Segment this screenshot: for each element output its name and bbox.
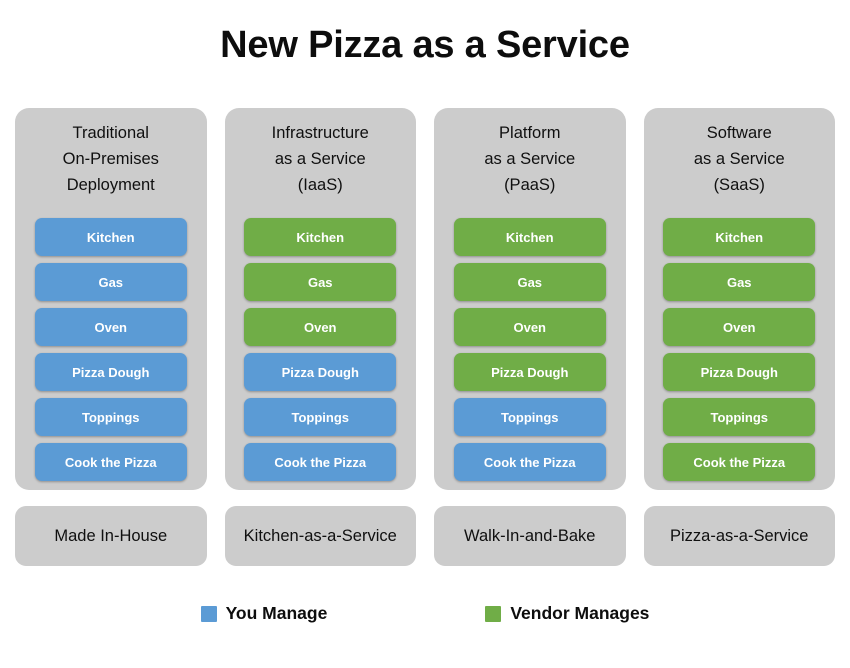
legend-label: You Manage xyxy=(225,603,328,623)
legend-label: Vendor Manages xyxy=(510,603,650,623)
stack-item-label: Oven xyxy=(94,319,127,335)
panel-heading: Infrastructure as a Service (IaaS) xyxy=(225,108,417,202)
panel-heading-line: (PaaS) xyxy=(504,176,556,194)
vendor-manages-swatch-icon xyxy=(485,605,502,622)
panel-heading-line: (SaaS) xyxy=(713,176,765,194)
stack-item: Gas xyxy=(453,263,606,301)
stack-item-label: Pizza Dough xyxy=(700,364,778,380)
stack-item-label: Gas xyxy=(517,274,543,290)
you-manage-swatch-icon xyxy=(200,605,217,622)
legend: You Manage Vendor Manages xyxy=(0,603,850,624)
stack-item-label: Pizza Dough xyxy=(281,364,359,380)
stack-item-label: Cook the Pizza xyxy=(274,454,367,470)
column-footer-label: Made In-House xyxy=(54,526,168,545)
stack-item: Oven xyxy=(453,308,606,346)
stack-item: Cook the Pizza xyxy=(663,443,816,481)
page-title: New Pizza as a Service xyxy=(220,24,630,66)
stack-item: Oven xyxy=(34,308,187,346)
stack-item-label: Toppings xyxy=(291,409,350,425)
stack-item-label: Toppings xyxy=(710,409,769,425)
stack-item-label: Gas xyxy=(98,274,124,290)
stack-item: Cook the Pizza xyxy=(34,443,187,481)
stack-item-label: Toppings xyxy=(500,409,559,425)
stack-item-label: Pizza Dough xyxy=(491,364,569,380)
panel-heading-line: Infrastructure xyxy=(271,124,369,142)
stack-item: Cook the Pizza xyxy=(453,443,606,481)
column-footer-label: Pizza-as-a-Service xyxy=(670,526,809,545)
stack-item: Oven xyxy=(663,308,816,346)
stack-item: Kitchen xyxy=(453,218,606,256)
stack-item: Oven xyxy=(244,308,397,346)
column-footer-box: Walk-In-and-Bake xyxy=(434,506,626,566)
stack-item: Cook the Pizza xyxy=(244,443,397,481)
stack-item-label: Kitchen xyxy=(715,229,764,245)
stack-item: Pizza Dough xyxy=(34,353,187,391)
stack-item: Pizza Dough xyxy=(244,353,397,391)
stack-item: Toppings xyxy=(663,398,816,436)
stack-item: Toppings xyxy=(453,398,606,436)
stack-item: Kitchen xyxy=(34,218,187,256)
column-footer-box: Pizza-as-a-Service xyxy=(643,506,835,566)
stack-item: Toppings xyxy=(34,398,187,436)
stack-item-label: Kitchen xyxy=(505,229,554,245)
panel-heading: Platform as a Service (PaaS) xyxy=(434,108,626,202)
stack-item-label: Kitchen xyxy=(86,229,135,245)
panel-heading-line: (IaaS) xyxy=(297,176,343,194)
stack-item-label: Cook the Pizza xyxy=(483,454,576,470)
column-footer-box: Made In-House xyxy=(15,506,207,566)
panel-heading-line: as a Service xyxy=(693,150,785,168)
stack-item: Kitchen xyxy=(663,218,816,256)
stack-item-label: Oven xyxy=(303,319,337,335)
stack-item-label: Oven xyxy=(722,319,756,335)
panel-heading-line: as a Service xyxy=(484,150,576,168)
panel-heading-line: Platform xyxy=(499,124,561,142)
panel-heading-line: Software xyxy=(706,124,772,142)
stack-item: Gas xyxy=(244,263,397,301)
stack-item-label: Oven xyxy=(513,319,546,335)
stack-item: Pizza Dough xyxy=(663,353,816,391)
stack-item-label: Toppings xyxy=(81,409,140,425)
legend-entry: You Manage xyxy=(200,603,328,624)
panel-heading-line: as a Service xyxy=(274,150,366,168)
stack-item: Gas xyxy=(663,263,816,301)
column-footer-label: Walk-In-and-Bake xyxy=(464,526,596,545)
column-footer-label: Kitchen-as-a-Service xyxy=(243,526,397,545)
legend-entry: Vendor Manages xyxy=(485,603,649,624)
stack-item-label: Gas xyxy=(726,274,752,290)
stack-item: Toppings xyxy=(244,398,397,436)
stack-item-label: Cook the Pizza xyxy=(64,454,157,470)
stack-item-label: Kitchen xyxy=(296,229,345,245)
stack-item-label: Cook the Pizza xyxy=(693,454,786,470)
panel-heading-line: On-Premises xyxy=(62,150,159,168)
stack-item: Pizza Dough xyxy=(453,353,606,391)
column-footer-box: Kitchen-as-a-Service xyxy=(224,506,416,566)
stack-item-label: Pizza Dough xyxy=(72,364,150,380)
panel-heading-line: Traditional xyxy=(72,124,149,142)
stack-item: Kitchen xyxy=(244,218,397,256)
stack-item: Gas xyxy=(34,263,187,301)
stack-item-label: Gas xyxy=(307,274,333,290)
panel-heading-line: Deployment xyxy=(66,176,155,194)
panel-heading: Software as a Service (SaaS) xyxy=(644,108,836,202)
